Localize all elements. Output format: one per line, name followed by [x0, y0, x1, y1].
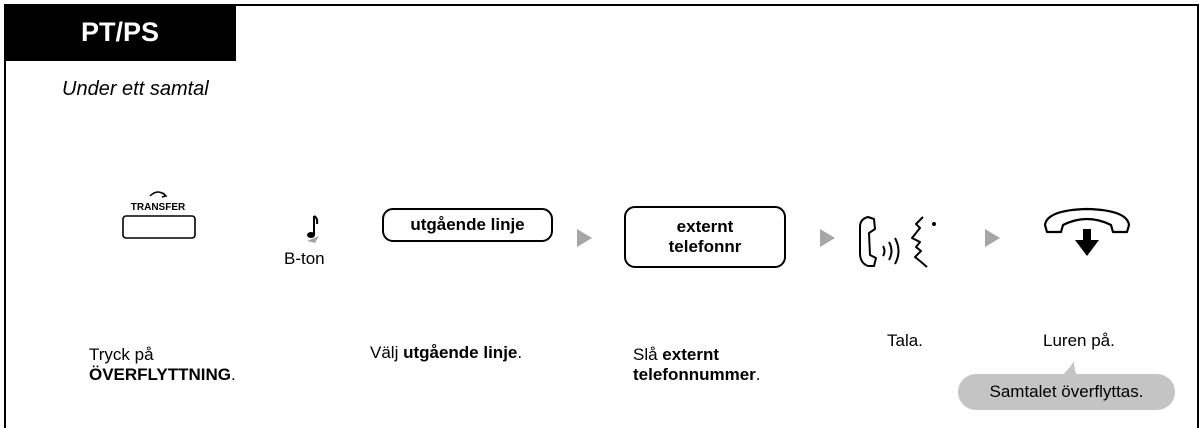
step2-desc-end: . — [517, 343, 523, 362]
step5-description: Luren på. — [1043, 331, 1115, 350]
transfer-key-label: TRANSFER — [130, 202, 186, 213]
step3-desc-prefix: Slå — [633, 345, 663, 364]
transfer-key-icon — [122, 191, 196, 239]
external-number-line1: externt — [676, 217, 734, 236]
step3-desc-bold1: externt — [662, 345, 719, 364]
transfer-key: TRANSFER — [116, 186, 200, 242]
step1-desc-end: . — [231, 365, 236, 384]
step1-description: Tryck på ÖVERFLYTTNING. — [89, 345, 236, 385]
step3-desc-bold2: telefonnummer — [633, 365, 756, 384]
outside-line-key-label: utgående linje — [410, 215, 525, 234]
device-tab-label: PT/PS — [80, 17, 160, 47]
transfer-note-bubble: Samtalet överflyttas. — [958, 361, 1175, 410]
step4-description: Tala. — [887, 331, 923, 350]
step1-desc-line1: Tryck på — [89, 345, 154, 364]
step2-desc-bold: utgående linje — [403, 343, 518, 362]
step2-desc-prefix: Välj — [370, 343, 404, 362]
step1-desc-bold: ÖVERFLYTTNING — [89, 365, 231, 384]
bubble-pointer — [1060, 361, 1078, 377]
transfer-note-text: Samtalet överflyttas. — [989, 382, 1144, 401]
talk-handset-icon — [854, 211, 950, 271]
step2-description: Välj utgående linje. — [370, 343, 522, 363]
step3-description: Slå externt telefonnummer. — [633, 345, 761, 385]
step-arrow-1 — [577, 229, 592, 247]
device-tab: PT/PS — [4, 4, 236, 61]
procedure-frame — [4, 4, 1199, 428]
music-note-icon — [303, 214, 325, 244]
step3-desc-end: . — [755, 365, 761, 384]
step-arrow-3 — [985, 229, 1000, 247]
condition-subtitle: Under ett samtal — [62, 78, 209, 100]
step-arrow-2 — [820, 229, 835, 247]
handset-on-hook-icon — [1039, 204, 1135, 260]
outside-line-key: utgående linje — [382, 208, 553, 242]
tone-label: B-ton — [284, 249, 325, 268]
external-number-key: externt telefonnr — [624, 206, 786, 268]
external-number-line2: telefonnr — [668, 237, 742, 256]
